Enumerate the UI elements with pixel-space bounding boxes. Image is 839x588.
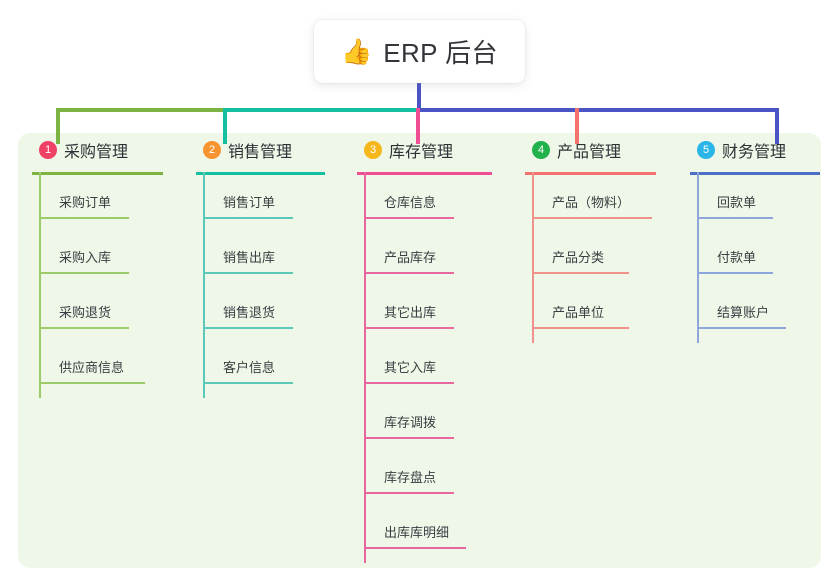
list-item-label: 出库库明细	[384, 525, 450, 540]
column-underline-1	[32, 172, 163, 175]
root-node[interactable]: 👍 ERP 后台	[314, 20, 525, 83]
list-item-underline	[364, 382, 454, 384]
list-item-underline	[203, 382, 293, 384]
column-title-5: 财务管理	[722, 144, 787, 161]
list-item-underline	[364, 217, 454, 219]
column-2: 2 销售管理销售订单销售出库销售退货客户信息	[182, 133, 325, 398]
list-item-underline	[203, 217, 293, 219]
column-spine-1	[39, 172, 41, 398]
list-item-label: 产品（物料）	[552, 195, 631, 210]
list-item-underline	[364, 327, 454, 329]
connector-rail-segment-left	[56, 108, 227, 112]
column-spine-5	[697, 172, 699, 343]
list-item-underline	[364, 272, 454, 274]
column-5: 5 财务管理回款单付款单结算账户	[676, 133, 820, 343]
list-item-underline	[39, 217, 129, 219]
column-header-3[interactable]: 3 库存管理	[343, 133, 453, 167]
column-spine-4	[532, 172, 534, 343]
connector-rail-segment-middle	[225, 108, 418, 112]
column-1: 1 采购管理采购订单采购入库采购退货供应商信息	[18, 133, 163, 398]
list-item-label: 回款单	[717, 195, 757, 210]
column-underline-4	[525, 172, 656, 175]
list-item-underline	[532, 217, 652, 219]
column-badge-5: 5	[697, 141, 715, 159]
list-item-label: 产品单位	[552, 305, 605, 320]
column-header-1[interactable]: 1 采购管理	[18, 133, 128, 167]
list-item-label: 销售退货	[223, 305, 276, 320]
thumbs-up-icon: 👍	[341, 38, 373, 66]
list-item-label: 产品库存	[384, 250, 437, 265]
list-item-underline	[532, 327, 629, 329]
column-spine-2	[203, 172, 205, 398]
column-header-4[interactable]: 4 产品管理	[511, 133, 621, 167]
diagram-panel	[18, 133, 821, 568]
list-item-label: 采购订单	[59, 195, 112, 210]
list-item-label: 产品分类	[552, 250, 605, 265]
list-item-label: 结算账户	[717, 305, 770, 320]
connector-drop-1	[56, 108, 60, 144]
column-underline-2	[196, 172, 325, 175]
list-item-label: 库存调拨	[384, 415, 437, 430]
list-item-underline	[697, 217, 773, 219]
list-item-underline	[364, 437, 454, 439]
list-item-label: 付款单	[717, 250, 757, 265]
connector-drop-2	[223, 108, 227, 144]
column-4: 4 产品管理产品（物料） 产品分类产品单位	[511, 133, 656, 343]
column-spine-3	[364, 172, 366, 563]
list-item-label: 其它出库	[384, 305, 437, 320]
root-title: ERP 后台	[383, 38, 498, 68]
list-item-underline	[697, 327, 786, 329]
column-title-3: 库存管理	[389, 144, 454, 161]
list-item-label: 其它入库	[384, 360, 437, 375]
column-badge-3: 3	[364, 141, 382, 159]
column-title-2: 销售管理	[228, 144, 293, 161]
connector-drop-3	[416, 108, 420, 144]
column-header-5[interactable]: 5 财务管理	[676, 133, 786, 167]
list-item-underline	[203, 327, 293, 329]
list-item-label: 销售订单	[223, 195, 276, 210]
list-item-underline	[697, 272, 773, 274]
column-underline-3	[357, 172, 492, 175]
connector-drop-5	[775, 108, 779, 144]
column-badge-1: 1	[39, 141, 57, 159]
list-item-underline	[532, 272, 629, 274]
column-3: 3 库存管理仓库信息产品库存其它出库其它入库库存调拨库存盘点出库库明细	[343, 133, 492, 563]
connector-rail-segment-right	[416, 108, 779, 112]
list-item-underline	[39, 382, 145, 384]
list-item-underline	[39, 272, 129, 274]
connector-drop-4	[575, 108, 579, 144]
column-title-4: 产品管理	[557, 144, 622, 161]
list-item-underline	[364, 547, 466, 549]
list-item-label: 采购退货	[59, 305, 112, 320]
list-item-label: 库存盘点	[384, 470, 437, 485]
list-item-label: 仓库信息	[384, 195, 437, 210]
column-title-1: 采购管理	[64, 144, 129, 161]
list-item-label: 采购入库	[59, 250, 112, 265]
list-item-underline	[39, 327, 129, 329]
list-item-underline	[203, 272, 293, 274]
column-header-2[interactable]: 2 销售管理	[182, 133, 292, 167]
list-item-underline	[364, 492, 454, 494]
connector-center-drop	[417, 83, 421, 110]
list-item-label: 客户信息	[223, 360, 276, 375]
column-underline-5	[690, 172, 820, 175]
column-badge-2: 2	[203, 141, 221, 159]
list-item-label: 销售出库	[223, 250, 276, 265]
list-item-label: 供应商信息	[59, 360, 125, 375]
column-badge-4: 4	[532, 141, 550, 159]
